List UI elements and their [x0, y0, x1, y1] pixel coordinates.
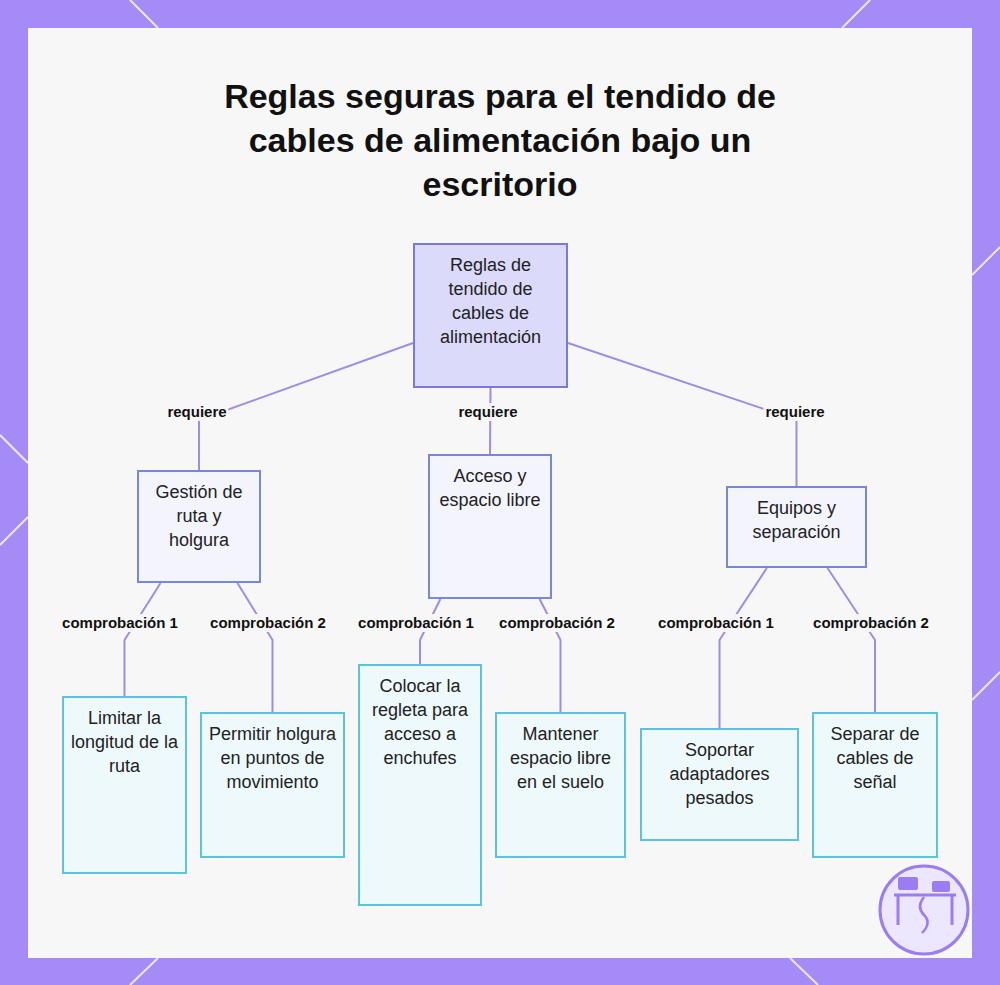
edge-label: comprobación 2 — [811, 614, 931, 632]
connector-line — [568, 343, 797, 486]
edge-label: requiere — [165, 403, 228, 421]
node-text: Reglas de tendido de cables de alimentac… — [421, 253, 560, 349]
connector-line — [720, 568, 767, 728]
connector-line — [125, 583, 161, 696]
edge-label: comprobación 1 — [356, 614, 476, 632]
edge-label: comprobación 2 — [497, 614, 617, 632]
connector-line — [199, 343, 413, 470]
diagram-title: Reglas seguras para el tendido de cables… — [190, 74, 810, 206]
check-box: Soportar adaptadores pesados — [640, 728, 799, 841]
connector-line — [237, 583, 272, 712]
edge-label: requiere — [763, 403, 826, 421]
node-text: Mantener espacio libre en el suelo — [503, 722, 618, 794]
root-box: Reglas de tendido de cables de alimentac… — [413, 243, 568, 388]
node-text: Gestión de ruta y holgura — [145, 480, 253, 552]
check-box: Permitir holgura en puntos de movimiento — [200, 712, 345, 858]
edge-label: comprobación 2 — [208, 614, 328, 632]
node-text: Soportar adaptadores pesados — [648, 738, 791, 810]
edge-label: comprobación 1 — [656, 614, 776, 632]
logo-icon — [880, 866, 968, 954]
check-box: Separar de cables de señal — [812, 712, 938, 858]
check-box: Limitar la longitud de la ruta — [62, 696, 187, 874]
node-text: Permitir holgura en puntos de movimiento — [208, 722, 337, 794]
check-box: Mantener espacio libre en el suelo — [495, 712, 626, 858]
node-text: Colocar la regleta para acceso a enchufe… — [366, 674, 474, 770]
category-box: Acceso y espacio libre — [428, 454, 552, 599]
check-box: Colocar la regleta para acceso a enchufe… — [358, 664, 482, 906]
connector-line — [489, 388, 492, 454]
edge-label: requiere — [456, 403, 519, 421]
category-box: Gestión de ruta y holgura — [137, 470, 261, 583]
node-text: Limitar la longitud de la ruta — [70, 706, 179, 778]
edge-label: comprobación 1 — [60, 614, 180, 632]
node-text: Acceso y espacio libre — [436, 464, 544, 512]
connector-line — [828, 568, 875, 712]
category-box: Equipos y separación — [726, 486, 867, 568]
node-text: Separar de cables de señal — [820, 722, 930, 794]
node-text: Equipos y separación — [734, 496, 859, 544]
